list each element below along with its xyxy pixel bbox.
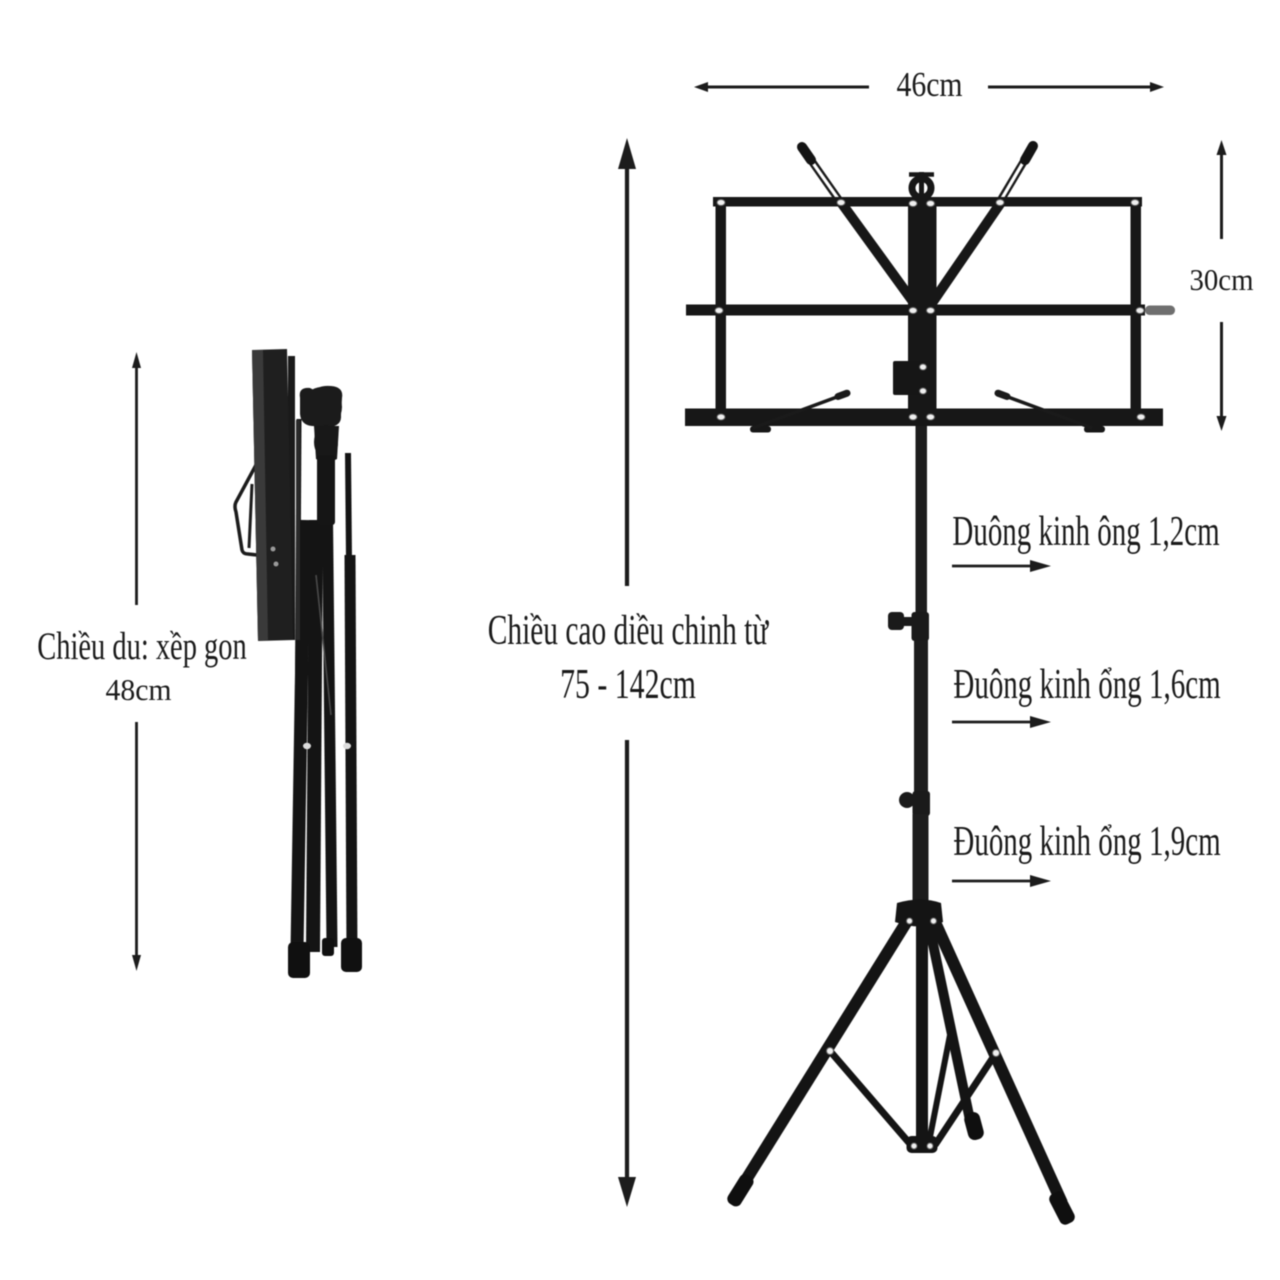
svg-text:Đuông kinh ổng 1,9cm: Đuông kinh ổng 1,9cm bbox=[953, 818, 1220, 865]
svg-text:Đuông kinh ổng 1,6cm: Đuông kinh ổng 1,6cm bbox=[953, 661, 1220, 708]
svg-text:Chiều du: xềp gon: Chiều du: xềp gon bbox=[37, 626, 246, 668]
svg-text:46cm: 46cm bbox=[896, 66, 962, 105]
svg-text:30cm: 30cm bbox=[1189, 263, 1253, 297]
svg-text:Duông kinh ông 1,2cm: Duông kinh ông 1,2cm bbox=[952, 508, 1219, 555]
svg-text:75 - 142cm: 75 - 142cm bbox=[560, 661, 696, 707]
svg-text:48cm: 48cm bbox=[105, 672, 171, 707]
svg-text:Chiều cao diều chinh từ: Chiều cao diều chinh từ bbox=[488, 607, 770, 653]
